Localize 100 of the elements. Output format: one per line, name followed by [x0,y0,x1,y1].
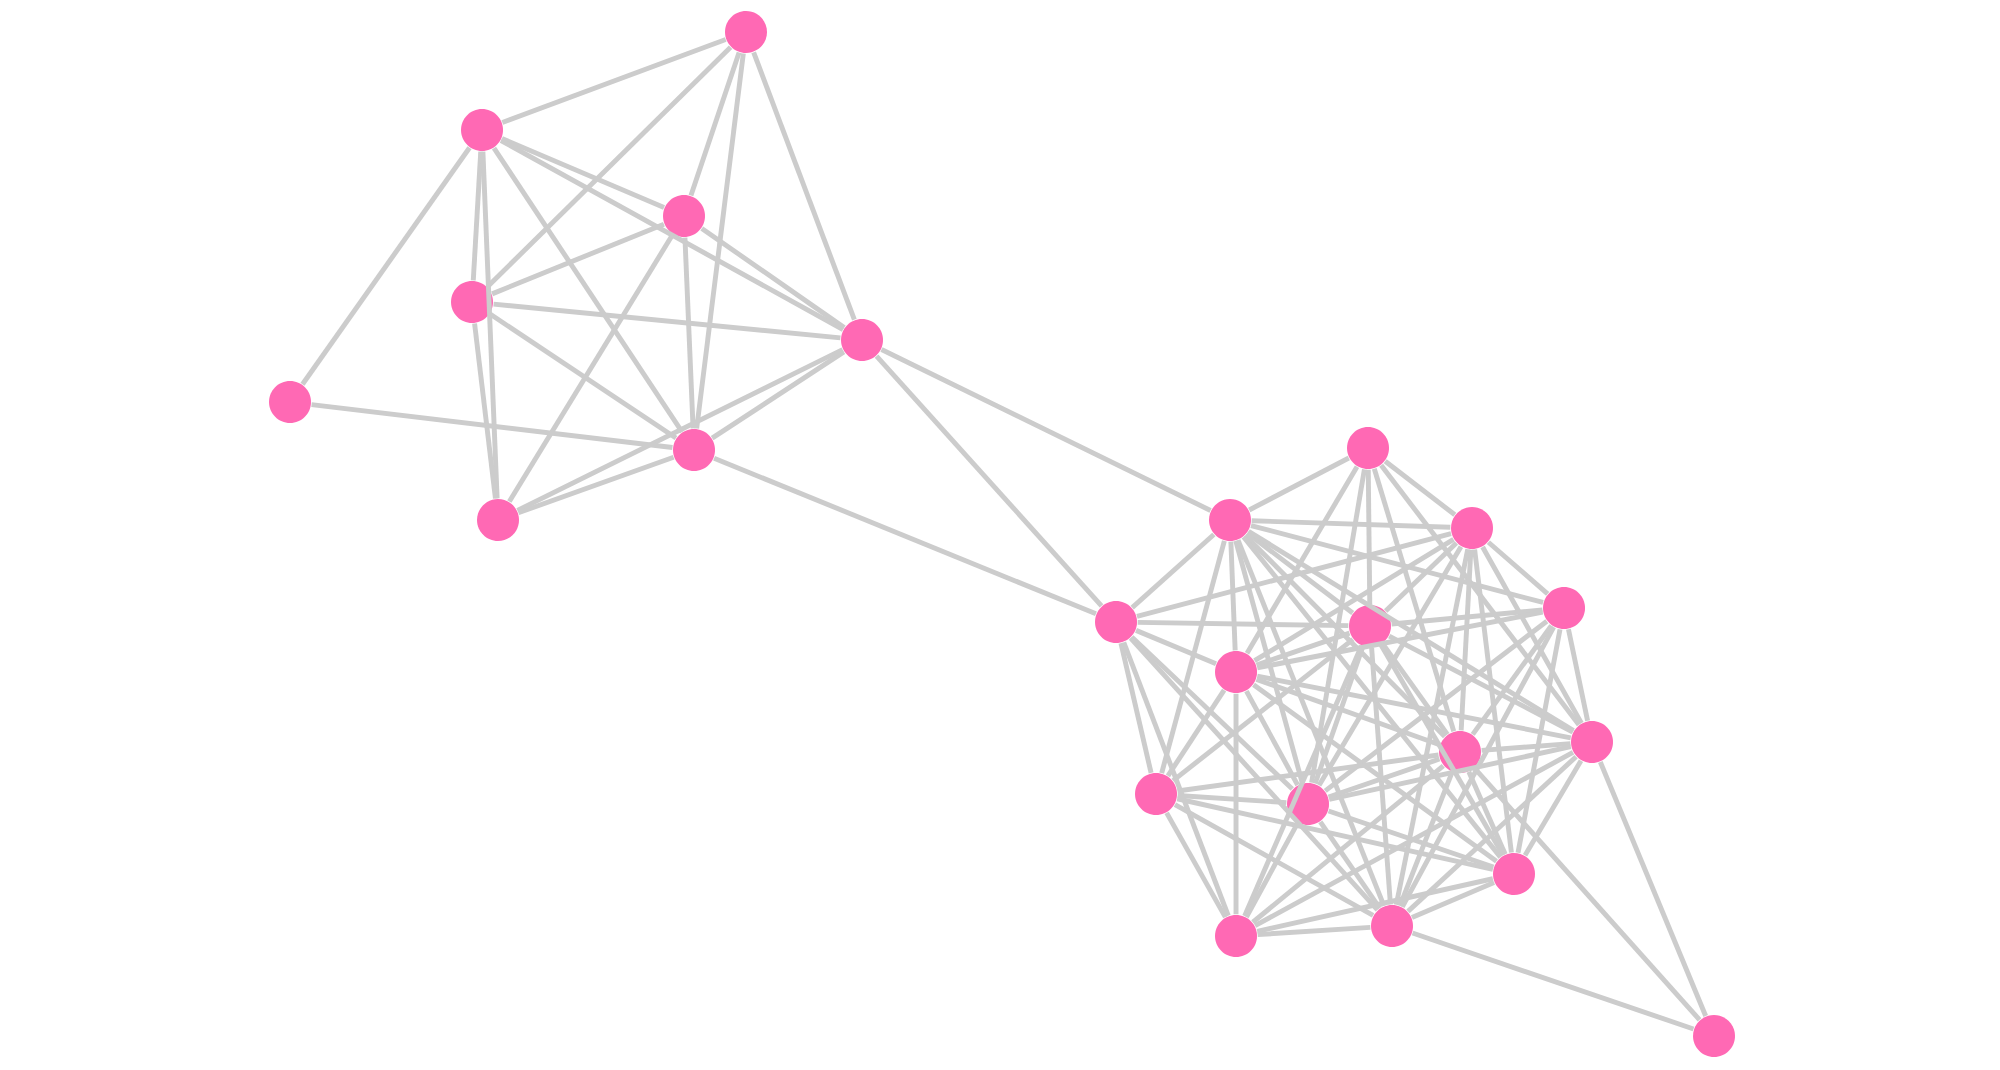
connector-line [501,37,727,125]
connector-line [1245,531,1355,615]
connector-line [1256,609,1544,671]
connector-line [1327,808,1495,870]
network-node [1209,499,1251,541]
connector-line [517,455,675,516]
network-node [1693,1015,1735,1057]
network-node [1543,587,1585,629]
connector-line [1242,644,1364,918]
connector-line [1241,535,1503,859]
connector-line [1130,532,1216,610]
connector-line [1317,545,1464,787]
network-node [1095,601,1137,643]
connector-line [1486,540,1550,596]
connector-line [499,138,845,332]
connector-line [300,146,472,386]
connector-line [1177,752,1439,794]
network-node [451,281,493,323]
connector-line [1252,682,1498,864]
connector-line [1458,549,1474,731]
connector-line [470,151,484,281]
connector-line [1235,539,1387,907]
network-node [1439,731,1481,773]
connector-line [480,151,500,499]
network-node [269,381,311,423]
network-node [1349,605,1391,647]
connector-line [1318,820,1382,910]
connector-line [1481,741,1571,753]
connector-line [1136,531,1452,619]
network-node [841,319,883,361]
connector-line [751,51,857,321]
connector-line [472,323,498,499]
connector-line [1369,647,1393,905]
connector-line [485,45,733,289]
connector-line [688,51,742,197]
connector-line [700,226,846,330]
connector-line [501,136,665,210]
connector-line [1118,642,1154,774]
network-node [1347,427,1389,469]
network-node [461,109,503,151]
connector-line [491,146,685,434]
connector-line [516,347,844,513]
connector-line [1251,518,1451,530]
connector-line [1176,796,1494,872]
connector-line [1466,770,1508,856]
connector-line [1135,628,1217,666]
connector-line [1243,533,1447,739]
connector-line [1159,540,1227,774]
connector-line [1233,540,1305,784]
connector-line [1383,541,1459,613]
connector-line [1397,771,1455,907]
connector-line [1365,469,1373,605]
connector-line [1379,463,1581,727]
connector-line [1312,645,1366,785]
connector-line [1309,469,1367,784]
connector-line [713,455,1097,617]
connector-line [1257,924,1371,938]
connector-line [1411,930,1695,1032]
connector-line [1173,802,1375,918]
connector-line [1522,759,1584,857]
connector-line [1598,761,1708,1017]
connector-line [1255,630,1351,668]
connector-line [1171,637,1355,783]
connector-line [1470,624,1554,736]
network-node [1371,905,1413,947]
connector-line [1480,545,1584,725]
connector-line [1256,876,1494,934]
connector-line [1388,633,1574,735]
connector-line [1391,607,1543,627]
network-node [1215,915,1257,957]
connector-line [1406,754,1578,914]
connector-line [1233,693,1239,915]
connector-line [1130,635,1294,791]
connector-line [1566,628,1590,722]
connector-line [1393,548,1471,906]
connector-line [1247,529,1575,733]
network-node [1287,783,1329,825]
connector-line [1121,641,1231,917]
connector-line [1128,636,1380,912]
connector-line [1253,537,1455,663]
connector-line [507,233,675,503]
network-node [1135,773,1177,815]
connector-line [1244,689,1300,787]
network-node [1571,721,1613,763]
connector-line [491,221,665,297]
connector-line [1244,821,1300,919]
network-node [1215,651,1257,693]
network-node [663,195,705,237]
connector-line [1250,523,1544,605]
connector-line [1244,465,1360,655]
connector-line [1137,619,1349,629]
connector-line [1228,541,1238,651]
connector-line [1472,766,1702,1022]
connector-line [1164,811,1228,919]
connector-line [1165,688,1227,778]
connector-line [1323,619,1549,793]
connector-line [1248,455,1350,513]
connector-line [1256,673,1572,741]
connector-line [1472,549,1514,853]
network-node [673,429,715,471]
